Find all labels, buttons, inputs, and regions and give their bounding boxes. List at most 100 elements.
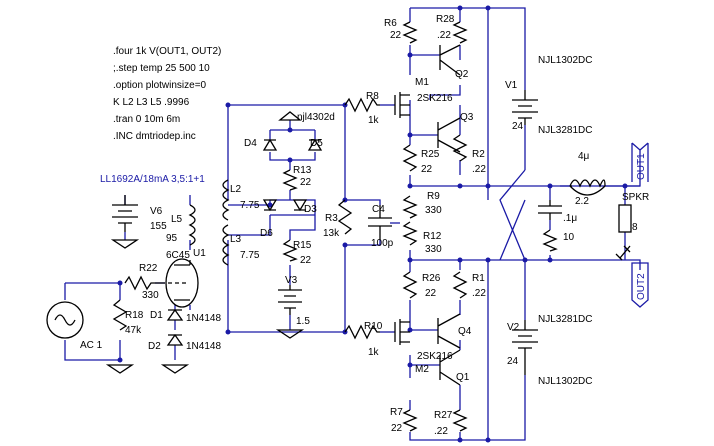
d3-label: D3 xyxy=(304,204,317,215)
capacitor-c-zobel xyxy=(538,200,562,220)
mosfet-m2 xyxy=(394,319,410,345)
m1-part: 2SK216 xyxy=(417,93,453,104)
mosfet-m1 xyxy=(394,92,410,118)
r15-value: 22 xyxy=(300,255,312,266)
v3-value: 1.5 xyxy=(296,316,310,327)
u1-name: U1 xyxy=(193,248,206,259)
r9-value: 330 xyxy=(425,205,442,216)
r18-value: 47k xyxy=(125,325,142,336)
v2-part-bottom: NJL1302DC xyxy=(538,376,592,387)
r25-name: R25 xyxy=(421,149,440,160)
r27-value: .22 xyxy=(434,426,448,437)
r8-value: 1k xyxy=(368,115,380,126)
resistor-r28 xyxy=(452,21,468,44)
voltage-source-v3 xyxy=(278,285,302,315)
c4-name: C4 xyxy=(372,204,385,215)
r26-name: R26 xyxy=(422,273,441,284)
directive-6: .INC dmtriodep.inc xyxy=(113,131,196,142)
d1-part: 1N4148 xyxy=(186,313,221,324)
transistor-q3 xyxy=(437,117,461,153)
r3-value: 13k xyxy=(323,228,340,239)
v2-name: V2 xyxy=(507,322,520,333)
ac-source xyxy=(46,301,84,339)
r15-name: R15 xyxy=(293,240,312,251)
r18-name: R18 xyxy=(125,310,144,321)
directive-5: .tran 0 10m 6m xyxy=(113,114,180,125)
r22-name: R22 xyxy=(139,263,158,274)
c4-value: 100p xyxy=(371,238,394,249)
v2-part-top: NJL3281DC xyxy=(538,314,592,325)
transistor-q2 xyxy=(439,44,461,76)
inductor-l2 xyxy=(222,179,230,221)
r6-value: 22 xyxy=(390,30,402,41)
speaker-spkr xyxy=(618,204,632,233)
r3-name: R3 xyxy=(325,213,338,224)
transistor-q1 xyxy=(439,349,461,386)
r26-value: 22 xyxy=(425,288,437,299)
ground-ac-icon xyxy=(105,364,135,374)
v3-name: V3 xyxy=(285,275,298,286)
ac-name: AC 1 xyxy=(80,340,103,351)
port-out2-label: OUT2 xyxy=(636,273,647,300)
directive-1: .four 1k V(OUT1, OUT2) xyxy=(113,46,221,57)
spkr-name: SPKR xyxy=(622,192,649,203)
l3-name: L3 xyxy=(230,234,242,245)
ground-v6-icon xyxy=(110,239,140,249)
v2-value: 24 xyxy=(507,356,519,367)
voltage-source-v6 xyxy=(112,195,138,232)
resistor-r8 xyxy=(344,97,380,113)
l5-name: L5 xyxy=(171,214,183,225)
spkr-value: 8 xyxy=(632,222,638,233)
r13-value: 22 xyxy=(300,177,312,188)
r1-value: .22 xyxy=(472,288,486,299)
diode-pack-label: njl4302d xyxy=(297,112,335,123)
ground-v3-icon xyxy=(275,329,305,339)
r12-value: 330 xyxy=(425,244,442,255)
resistor-r13 xyxy=(282,169,298,191)
inductor-l5 xyxy=(188,204,196,246)
d2-name: D2 xyxy=(148,341,161,352)
resistor-r-zobel xyxy=(542,229,558,252)
resistor-r15 xyxy=(282,239,298,262)
diode-d1 xyxy=(166,308,184,321)
r9-name: R9 xyxy=(427,191,440,202)
resistor-r26 xyxy=(402,271,418,299)
q4-name: Q4 xyxy=(458,326,472,337)
inductor-l3 xyxy=(222,224,230,266)
transistor-q4 xyxy=(437,313,461,349)
r22-value: 330 xyxy=(142,290,159,301)
voltage-source-v1 xyxy=(512,90,538,125)
r1-name: R1 xyxy=(472,273,485,284)
r10-name: R10 xyxy=(364,321,383,332)
d5-label: D5 xyxy=(310,138,323,149)
directive-3: .option plotwinsize=0 xyxy=(113,80,207,91)
v1-name: V1 xyxy=(505,80,518,91)
port-out1 xyxy=(631,142,649,182)
diode-d2 xyxy=(166,333,184,346)
l-out-value: 4μ xyxy=(578,151,590,162)
resistor-r18 xyxy=(112,299,128,331)
u1-part: 6C45 xyxy=(166,250,190,261)
port-out1-label: OUT1 xyxy=(636,153,647,180)
resistor-r6 xyxy=(402,21,418,44)
v6-name: V6 xyxy=(150,206,163,217)
d4-label: D4 xyxy=(244,138,257,149)
ground-diode-pack-icon xyxy=(278,111,302,121)
r13-name: R13 xyxy=(293,165,312,176)
r-zobel-value: 10 xyxy=(563,232,575,243)
r10-value: 1k xyxy=(368,347,380,358)
resistor-r1 xyxy=(452,271,468,299)
v1-value: 24 xyxy=(512,121,524,132)
l5-value: 95 xyxy=(166,233,178,244)
l3-value: 7.75 xyxy=(240,250,260,261)
l2-name: L2 xyxy=(230,184,242,195)
d2-part: 1N4148 xyxy=(186,341,221,352)
resistor-r12 xyxy=(402,221,418,246)
inductor-output xyxy=(569,179,606,196)
diode-d5 xyxy=(307,138,323,151)
v6-value: 155 xyxy=(150,221,167,232)
resistor-r3 xyxy=(337,199,353,235)
l2-value: 7.75 xyxy=(240,200,260,211)
r27-name: R27 xyxy=(434,410,453,421)
